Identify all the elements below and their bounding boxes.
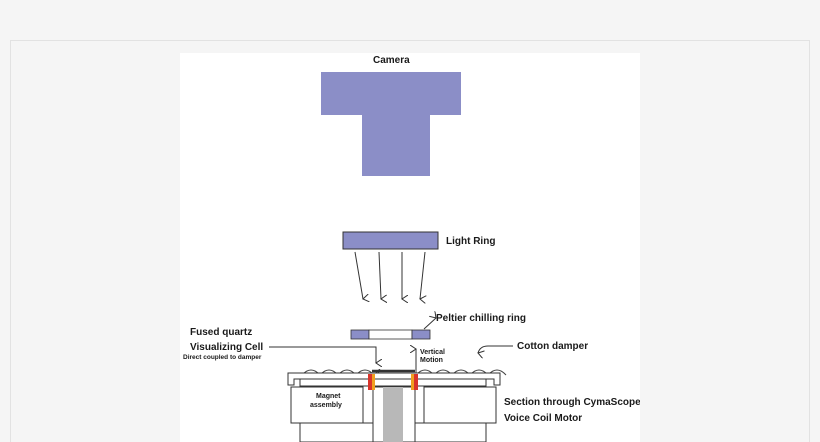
diagram-panel: Camera Light Ring Peltier chilling ring … bbox=[180, 53, 640, 442]
direct-coupled-label: Direct coupled to damper bbox=[183, 354, 262, 361]
motion-label: Motion bbox=[420, 357, 443, 364]
camera-body bbox=[321, 72, 461, 176]
peltier-label: Peltier chilling ring bbox=[436, 313, 526, 324]
light-rays bbox=[354, 251, 425, 299]
vertical-label: Vertical bbox=[420, 349, 445, 356]
light-ring-label: Light Ring bbox=[446, 236, 495, 247]
peltier-ring bbox=[350, 329, 431, 340]
voice-coil-label: Voice Coil Motor bbox=[504, 413, 582, 424]
voice-coil-motor bbox=[287, 369, 501, 442]
light-ring bbox=[342, 231, 439, 250]
magnet-label: Magnet bbox=[316, 393, 341, 400]
cymascope-diagram: Camera Light Ring Peltier chilling ring … bbox=[183, 55, 640, 442]
section-through-label: Section through CymaScope bbox=[504, 397, 640, 408]
camera-label: Camera bbox=[373, 55, 410, 66]
assembly-label: assembly bbox=[310, 402, 342, 409]
fused-quartz-label: Fused quartz bbox=[190, 327, 252, 338]
cotton-damper-label: Cotton damper bbox=[517, 341, 588, 352]
voice-coil bbox=[368, 374, 418, 390]
visualizing-cell-label: Visualizing Cell bbox=[190, 342, 263, 353]
